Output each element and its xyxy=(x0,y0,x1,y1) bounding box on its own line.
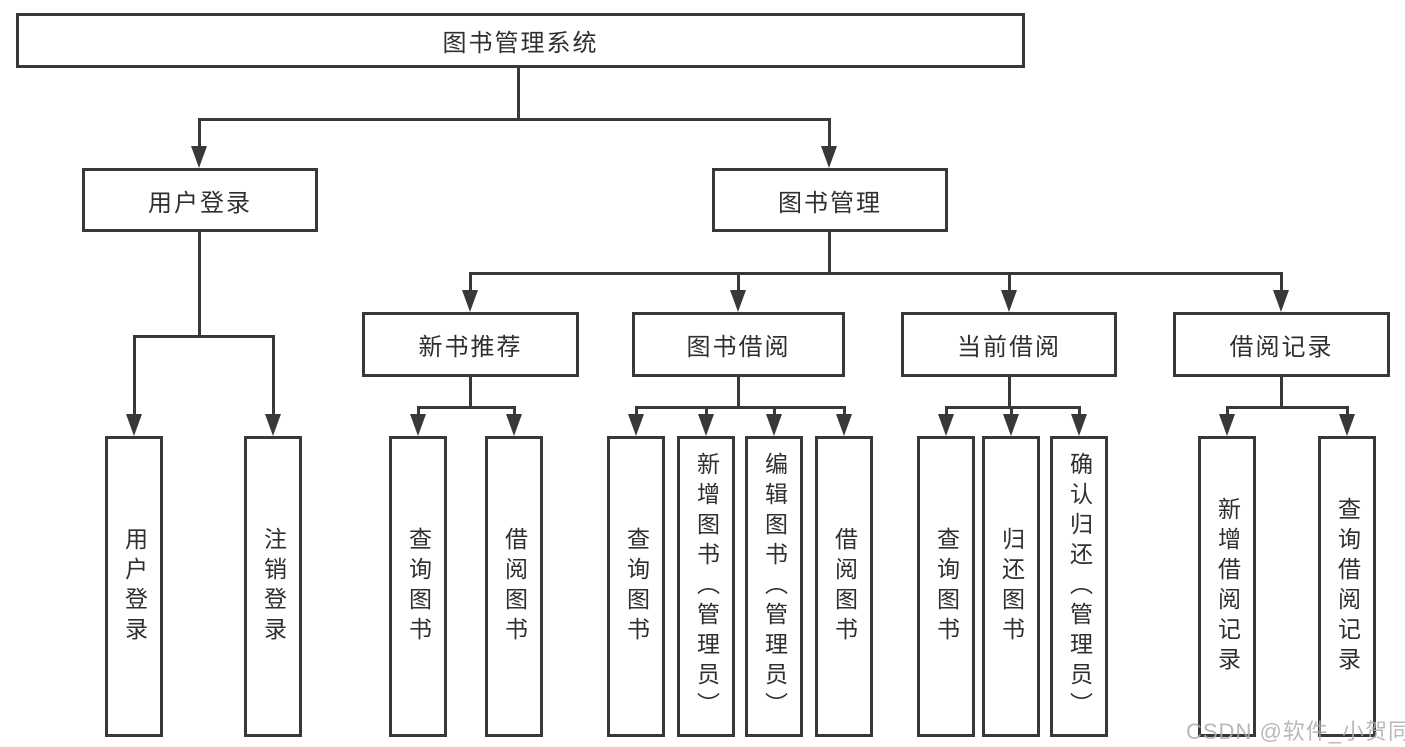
connector-group-stem xyxy=(1008,377,1011,406)
leaf-add-borrow-record: 新增借阅记录 xyxy=(1198,436,1256,737)
leaf-query-books-borrowing-label: 查询图书 xyxy=(623,526,650,647)
connector-arrow-line xyxy=(198,118,201,148)
leaf-query-books-current: 查询图书 xyxy=(917,436,975,737)
arrowhead-icon xyxy=(1219,414,1235,436)
arrowhead-icon xyxy=(1339,414,1355,436)
leaf-confirm-return-admin: 确认归还（管理员） xyxy=(1050,436,1108,737)
node-book-borrowing-label: 图书借阅 xyxy=(686,334,791,361)
node-user-login: 用户登录 xyxy=(82,168,318,232)
leaf-user-login-label: 用户登录 xyxy=(121,526,148,647)
arrowhead-icon xyxy=(836,414,852,436)
connector-arrow-line xyxy=(705,406,708,418)
leaf-borrow-books-recommend: 借阅图书 xyxy=(485,436,543,737)
leaf-return-books: 归还图书 xyxy=(982,436,1040,737)
connector-arrow-line xyxy=(1226,406,1229,418)
leaf-query-books-recommend: 查询图书 xyxy=(389,436,447,737)
connector-arrow-line xyxy=(1280,272,1283,292)
leaf-add-borrow-record-label: 新增借阅记录 xyxy=(1214,496,1241,677)
connector-user-login-stem xyxy=(198,232,201,335)
leaf-add-book-admin: 新增图书（管理员） xyxy=(677,436,735,737)
leaf-edit-book-admin: 编辑图书（管理员） xyxy=(745,436,803,737)
node-new-book-recommendation: 新书推荐 xyxy=(362,312,579,377)
connector-arrow-line xyxy=(843,406,846,418)
leaf-borrow-books-recommend-label: 借阅图书 xyxy=(501,526,528,647)
connector-arrow-line xyxy=(417,406,420,418)
leaf-borrow-books-borrowing: 借阅图书 xyxy=(815,436,873,737)
leaf-user-login: 用户登录 xyxy=(105,436,163,737)
connector-group-stem xyxy=(469,377,472,406)
arrowhead-icon xyxy=(1001,290,1017,312)
connector-arrow-line xyxy=(1010,406,1013,418)
arrowhead-icon xyxy=(730,290,746,312)
leaf-query-borrow-record-label: 查询借阅记录 xyxy=(1334,496,1361,677)
node-library-management-system-label: 图书管理系统 xyxy=(442,30,599,57)
node-borrowing-records: 借阅记录 xyxy=(1173,312,1390,377)
arrowhead-icon xyxy=(821,146,837,168)
node-new-book-recommendation-label: 新书推荐 xyxy=(418,334,523,361)
node-current-borrowing-label: 当前借阅 xyxy=(957,334,1061,361)
node-book-management-label: 图书管理 xyxy=(778,189,882,217)
connector-arrow-line xyxy=(737,272,740,292)
node-book-borrowing: 图书借阅 xyxy=(632,312,845,377)
connector-group-split xyxy=(635,406,845,409)
arrowhead-icon xyxy=(1071,414,1087,436)
connector-arrow-line xyxy=(1078,406,1081,418)
connector-group-split xyxy=(417,406,516,409)
leaf-borrow-books-borrowing-label: 借阅图书 xyxy=(831,526,858,647)
leaf-query-books-current-label: 查询图书 xyxy=(933,526,960,647)
node-user-login-label: 用户登录 xyxy=(148,189,252,217)
arrowhead-icon xyxy=(265,414,281,436)
connector-level2-split xyxy=(198,118,831,121)
leaf-query-borrow-record: 查询借阅记录 xyxy=(1318,436,1376,737)
leaf-add-book-admin-label: 新增图书（管理员） xyxy=(693,451,720,722)
connector-arrow-line xyxy=(1346,406,1349,418)
leaf-edit-book-admin-label: 编辑图书（管理员） xyxy=(761,451,788,722)
connector-root-stem xyxy=(517,68,520,118)
connector-level3-split xyxy=(469,272,1283,275)
connector-arrow-line xyxy=(635,406,638,418)
arrowhead-icon xyxy=(191,146,207,168)
arrowhead-icon xyxy=(766,414,782,436)
arrowhead-icon xyxy=(126,414,142,436)
arrowhead-icon xyxy=(410,414,426,436)
arrowhead-icon xyxy=(628,414,644,436)
leaf-confirm-return-admin-label: 确认归还（管理员） xyxy=(1066,451,1093,722)
connector-group-split xyxy=(1226,406,1348,409)
connector-arrow-line xyxy=(1008,272,1011,292)
connector-group-stem xyxy=(737,377,740,406)
connector-arrow-line xyxy=(773,406,776,418)
leaf-logout: 注销登录 xyxy=(244,436,302,737)
arrowhead-icon xyxy=(462,290,478,312)
leaf-return-books-label: 归还图书 xyxy=(998,526,1025,647)
connector-arrow-line xyxy=(272,335,275,418)
arrowhead-icon xyxy=(506,414,522,436)
leaf-logout-label: 注销登录 xyxy=(260,526,287,647)
connector-arrow-line xyxy=(133,335,136,418)
node-borrowing-records-label: 借阅记录 xyxy=(1229,334,1334,361)
connector-user-login-split xyxy=(133,335,275,338)
connector-arrow-line xyxy=(469,272,472,292)
connector-arrow-line xyxy=(513,406,516,418)
arrowhead-icon xyxy=(938,414,954,436)
arrowhead-icon xyxy=(698,414,714,436)
csdn-watermark: CSDN @软件_小贺同学 xyxy=(1186,719,1405,744)
node-current-borrowing: 当前借阅 xyxy=(901,312,1117,377)
leaf-query-books-borrowing: 查询图书 xyxy=(607,436,665,737)
node-book-management: 图书管理 xyxy=(712,168,948,232)
connector-group-split xyxy=(945,406,1081,409)
connector-book-management-stem xyxy=(828,232,831,272)
connector-group-stem xyxy=(1280,377,1283,406)
arrowhead-icon xyxy=(1003,414,1019,436)
connector-arrow-line xyxy=(945,406,948,418)
node-library-management-system: 图书管理系统 xyxy=(16,13,1025,68)
connector-arrow-line xyxy=(828,118,831,148)
leaf-query-books-recommend-label: 查询图书 xyxy=(405,526,432,647)
arrowhead-icon xyxy=(1273,290,1289,312)
